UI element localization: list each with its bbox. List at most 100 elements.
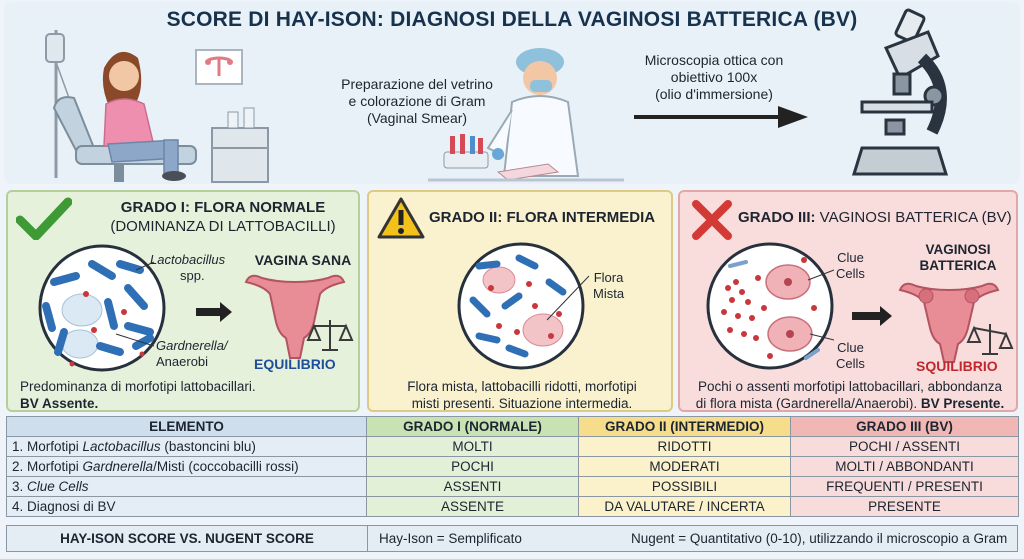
table-cell: DA VALUTARE / INCERTA: [578, 496, 791, 517]
row-label-em: Clue Cells: [27, 479, 89, 494]
warning-icon: [377, 197, 425, 239]
table-cell: RIDOTTI: [578, 436, 791, 457]
header-cell-grade-3: GRADO III (BV): [790, 416, 1019, 437]
grade-1-panel: GRADO I: FLORA NORMALE (DOMINANZA DI LAT…: [6, 190, 360, 412]
row-label-post: (bastoncini blu): [160, 439, 256, 454]
prep-line-1: Preparazione del vetrino: [341, 76, 493, 92]
clue-cells-top-1: Clue: [837, 250, 864, 265]
arrow-right-icon: [634, 106, 808, 128]
header-cell-element: ELEMENTO: [6, 416, 367, 437]
page-title: SCORE DI HAY-ISON: DIAGNOSI DELLA VAGINO…: [166, 8, 858, 31]
header-cell-grade-1: GRADO I (NORMALE): [366, 416, 579, 437]
grade-3-smear-illustration: [706, 242, 1014, 370]
header-cell-grade-2: GRADO II (INTERMEDIO): [578, 416, 791, 437]
row-label-pre: 3.: [12, 479, 28, 494]
row-label: 4. Diagnosi di BV: [6, 496, 367, 517]
row-label: 1. Morfotipi Lactobacillus (bastoncini b…: [6, 436, 367, 457]
grade-2-desc-line-1: Flora mista, lattobacilli ridotti, morfo…: [407, 379, 637, 394]
grade-3-desc-line-2: di flora mista (Gardnerella/Anaerobi). B…: [686, 395, 1014, 411]
mixed-flora-label-1: Flora: [593, 270, 624, 285]
lactobacillus-label-2: spp.: [180, 268, 205, 283]
row-label: 3. Clue Cells: [6, 476, 367, 497]
bv-organ-label: VAGINOSI BATTERICA: [898, 242, 1016, 274]
grade-1-description: Predominanza di morfotipi lattobacillari…: [20, 378, 354, 411]
grade-2-smear-illustration: [457, 242, 590, 370]
comparison-table: ELEMENTO GRADO I (NORMALE) GRADO II (INT…: [6, 416, 1019, 517]
equilibrium-label: EQUILIBRIO: [254, 356, 336, 372]
bv-organ-label-2: BATTERICA: [919, 258, 997, 273]
grade-1-desc-line: Predominanza di morfotipi lattobacillari…: [20, 379, 256, 394]
grade-1-smear-illustration: [38, 244, 354, 372]
row-label-post: /Misti (coccobacilli rossi): [153, 459, 299, 474]
table-cell: POCHI / ASSENTI: [790, 436, 1019, 457]
table-row: 1. Morfotipi Lactobacillus (bastoncini b…: [6, 436, 1019, 457]
gardnerella-label-2: Anaerobi: [156, 354, 209, 369]
table-cell: ASSENTI: [366, 476, 579, 497]
prep-line-3: (Vaginal Smear): [366, 110, 468, 126]
grade-3-panel: GRADO III: VAGINOSI BATTERICA (BV) Clue …: [678, 190, 1018, 412]
clue-cells-bottom-2: Cells: [836, 356, 865, 371]
imbalance-label: SQUILIBRIO: [916, 358, 998, 374]
grade-1-desc-bold: BV Assente.: [20, 396, 99, 411]
grade-3-title-rest: VAGINOSI BATTERICA (BV): [819, 209, 1012, 226]
nugent-note: Nugent = Quantitativo (0-10), utilizzand…: [631, 531, 1008, 546]
mixed-flora-label: Flora Mista: [593, 270, 624, 302]
grade-3-title-bold: GRADO III:: [738, 209, 816, 226]
row-label-em: Gardnerella: [82, 459, 154, 474]
grade-3-description: Pochi o assenti morfotipi lattobacillari…: [686, 378, 1014, 411]
gardnerella-label-1: Gardnerella/: [156, 338, 228, 353]
micro-line-2: obiettivo 100x: [670, 69, 758, 85]
grade-3-desc-line-1: Pochi o assenti morfotipi lattobacillari…: [698, 379, 1002, 394]
table-cell: FREQUENTI / PRESENTI: [790, 476, 1019, 497]
mixed-flora-label-2: Mista: [593, 286, 625, 301]
grade-2-desc-line-2: misti presenti. Situazione intermedia.: [411, 396, 633, 411]
grade-2-description: Flora mista, lattobacilli ridotti, morfo…: [377, 378, 667, 411]
lactobacillus-label: Lactobacillus spp.: [150, 252, 225, 284]
checkmark-icon: [16, 197, 72, 240]
microscope-icon: [851, 8, 949, 176]
row-label-pre: 1. Morfotipi: [12, 439, 83, 454]
row-label: 2. Morfotipi Gardnerella/Misti (coccobac…: [6, 456, 367, 477]
lab-technician-illustration: [428, 48, 624, 182]
micro-line-3: (olio d'immersione): [655, 86, 773, 102]
clue-cells-label-top: Clue Cells: [836, 250, 865, 282]
table-row: 4. Diagnosi di BV ASSENTE DA VALUTARE / …: [6, 496, 1019, 517]
grade-3-title: GRADO III: VAGINOSI BATTERICA (BV): [738, 208, 1012, 227]
gardnerella-label: Gardnerella/ Anaerobi: [156, 338, 228, 370]
table-cell: MOLTI: [366, 436, 579, 457]
table-row: 3. Clue Cells ASSENTI POSSIBILI FREQUENT…: [6, 476, 1019, 497]
table-cell: POCHI: [366, 456, 579, 477]
table-cell: PRESENTE: [790, 496, 1019, 517]
grade-1-title-rest: (DOMINANZA DI LATTOBACILLI): [110, 218, 336, 235]
table-header-row: ELEMENTO GRADO I (NORMALE) GRADO II (INT…: [6, 416, 1019, 437]
micro-line-1: Microscopia ottica con: [644, 52, 784, 68]
patient-illustration: [45, 30, 269, 183]
table-cell: MODERATI: [578, 456, 791, 477]
prep-line-2: e colorazione di Gram: [348, 93, 486, 109]
score-comparison-footer: HAY-ISON SCORE VS. NUGENT SCORE Hay-Ison…: [6, 525, 1018, 552]
table-cell: POSSIBILI: [578, 476, 791, 497]
table-row: 2. Morfotipi Gardnerella/Misti (coccobac…: [6, 456, 1019, 477]
clue-cells-bottom-1: Clue: [837, 340, 864, 355]
grade-1-title: GRADO I: FLORA NORMALE (DOMINANZA DI LAT…: [88, 198, 358, 236]
footer-label: HAY-ISON SCORE VS. NUGENT SCORE: [7, 526, 368, 551]
grade-2-title: GRADO II: FLORA INTERMEDIA: [429, 209, 656, 226]
grade-3-desc-plain: di flora mista (Gardnerella/Anaerobi).: [695, 396, 918, 411]
bv-organ-label-1: VAGINOSI: [925, 242, 991, 257]
cross-icon: [692, 200, 732, 240]
healthy-vagina-label: VAGINA SANA: [254, 252, 352, 268]
row-label-em: Lactobacillus: [82, 439, 161, 454]
row-label-pre: 4. Diagnosi di BV: [12, 499, 116, 514]
table-cell: ASSENTE: [366, 496, 579, 517]
prep-text: Preparazione del vetrino e colorazione d…: [322, 76, 512, 127]
grade-3-desc-bold: BV Presente.: [920, 396, 1005, 411]
grade-1-title-bold: GRADO I: FLORA NORMALE: [120, 199, 326, 216]
grade-2-panel: GRADO II: FLORA INTERMEDIA Flora Mista F…: [367, 190, 673, 412]
clue-cells-top-2: Cells: [836, 266, 865, 281]
clue-cells-label-bottom: Clue Cells: [836, 340, 865, 372]
lactobacillus-label-1: Lactobacillus: [150, 252, 226, 267]
row-label-pre: 2. Morfotipi: [12, 459, 83, 474]
hay-ison-note: Hay-Ison = Semplificato: [379, 531, 522, 546]
microscopy-text: Microscopia ottica con obiettivo 100x (o…: [622, 52, 806, 103]
table-cell: MOLTI / ABBONDANTI: [790, 456, 1019, 477]
